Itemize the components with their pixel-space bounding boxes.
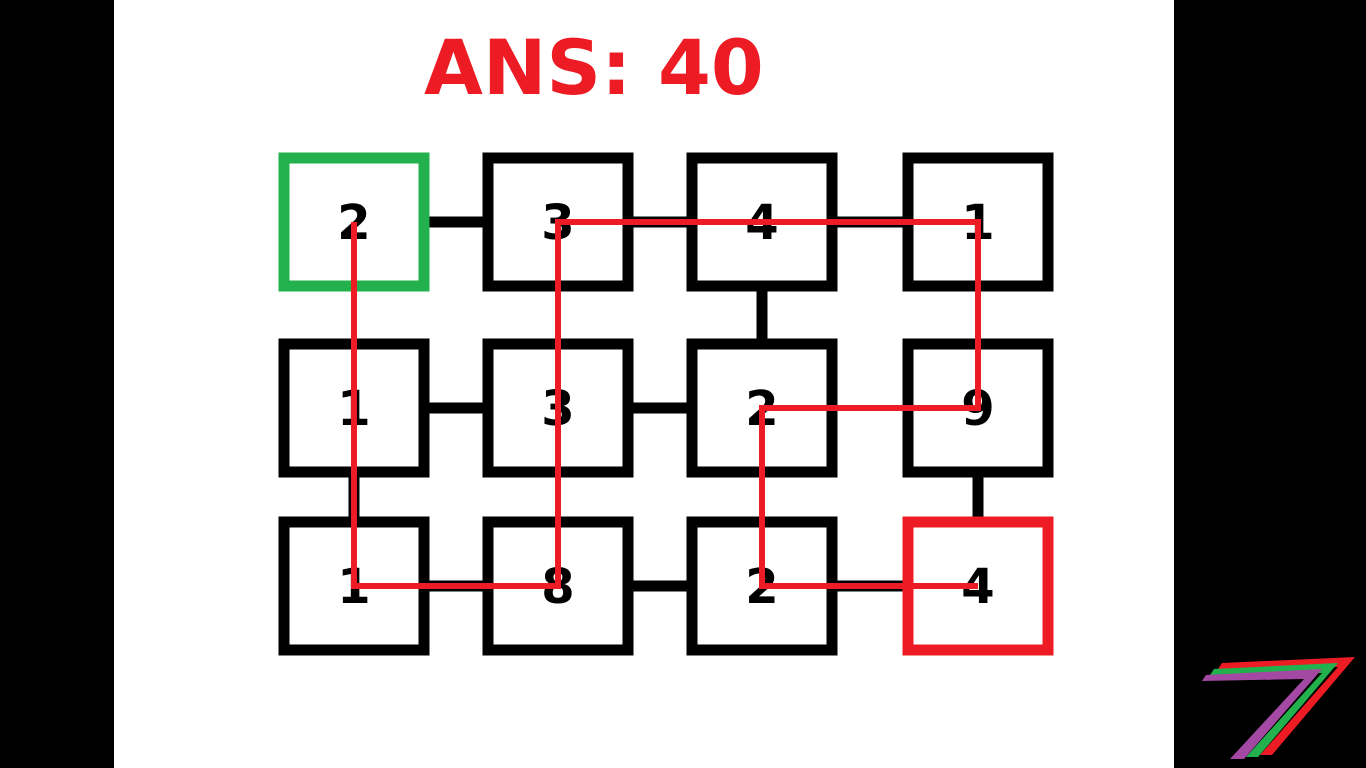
answer-label: ANS: 40 xyxy=(424,23,764,112)
connectors xyxy=(348,216,984,592)
path-line xyxy=(351,219,981,589)
seven-logo-icon xyxy=(1202,657,1355,759)
logo-stripe-purple xyxy=(1202,669,1322,759)
solution-path xyxy=(351,219,981,589)
logo-stripe-red xyxy=(1218,657,1355,755)
